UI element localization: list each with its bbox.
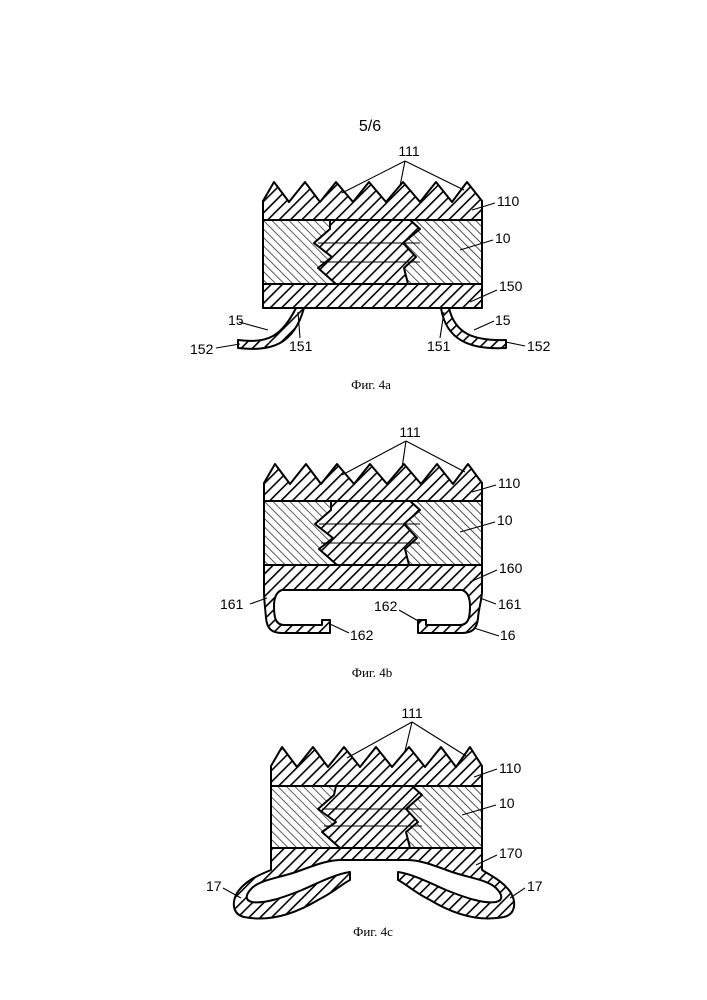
figure-4c: 111 110 10 170 17 17 Фиг. 4c	[206, 705, 543, 939]
teeth-layer	[271, 747, 482, 786]
label-110: 110	[497, 193, 520, 209]
label-15-left: 15	[228, 312, 244, 328]
label-17-right: 17	[527, 878, 543, 894]
label-162-left: 162	[350, 627, 374, 643]
label-160: 160	[499, 560, 523, 576]
page-number: 5/6	[359, 118, 381, 135]
label-151-left: 151	[289, 338, 313, 354]
central-profile	[318, 786, 422, 848]
label-152-left: 152	[190, 341, 214, 357]
label-17-left: 17	[206, 878, 222, 894]
label-110: 110	[499, 760, 522, 776]
base-layer	[263, 284, 482, 308]
teeth-layer	[263, 182, 482, 220]
label-151-right: 151	[427, 338, 451, 354]
label-161-left: 161	[220, 596, 244, 612]
label-110: 110	[498, 475, 521, 491]
clip-body	[264, 565, 482, 633]
central-profile	[314, 220, 420, 284]
label-150: 150	[499, 278, 523, 294]
label-152-right: 152	[527, 338, 551, 354]
label-161-right: 161	[498, 596, 522, 612]
label-10: 10	[495, 230, 511, 246]
label-10: 10	[499, 795, 515, 811]
figure-4a: 111 110 10 150 15 152 151 151 15 152 Фиг…	[190, 143, 551, 392]
caption-fig-4c: Фиг. 4c	[353, 924, 393, 939]
figure-4b: 111 110 10 160 161 162 161 162 16 Фиг. 4…	[220, 424, 523, 680]
label-10: 10	[497, 512, 513, 528]
label-15-right: 15	[495, 312, 511, 328]
teeth-layer	[264, 464, 482, 501]
label-111: 111	[399, 424, 420, 440]
caption-fig-4a: Фиг. 4a	[351, 377, 391, 392]
central-profile	[315, 501, 420, 565]
label-111: 111	[401, 705, 422, 721]
label-162-right: 162	[374, 598, 398, 614]
label-111: 111	[398, 143, 419, 159]
label-16: 16	[500, 627, 516, 643]
base-and-wings	[234, 848, 514, 919]
caption-fig-4b: Фиг. 4b	[352, 665, 393, 680]
label-170: 170	[499, 845, 523, 861]
